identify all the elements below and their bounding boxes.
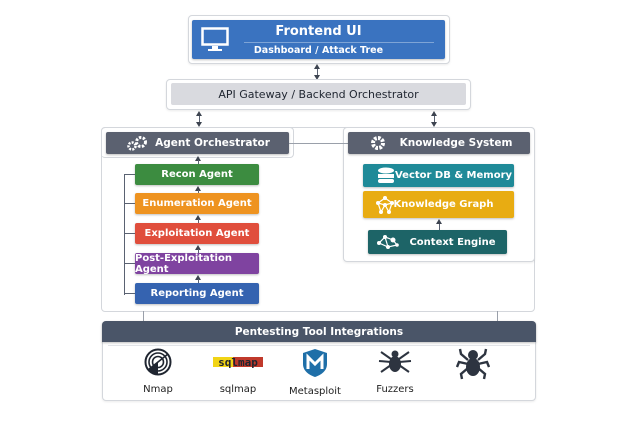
agent-orchestrator-header: Agent Orchestrator: [106, 132, 289, 154]
tool-sqlmap: sqlmap sqlmap: [198, 348, 278, 395]
tool-metasploit: Metasploit: [275, 348, 355, 397]
divider: [243, 41, 434, 43]
knowledge-graph-label: Knowledge Graph: [393, 199, 494, 210]
agent-orchestrator-title: Agent Orchestrator: [155, 137, 270, 149]
connector: [124, 203, 135, 204]
arrow-up: [195, 245, 201, 250]
agent-label: Enumeration Agent: [142, 198, 252, 209]
frontend-ui-box: Frontend UI Dashboard / Attack Tree: [192, 20, 445, 59]
frontend-title: Frontend UI: [275, 23, 362, 39]
connector: [198, 219, 199, 223]
tool-label: Nmap: [143, 384, 173, 395]
agent-box: Enumeration Agent: [135, 193, 259, 214]
connector: [199, 114, 200, 124]
knowledge-graph-box: Knowledge Graph: [363, 191, 514, 218]
agent-label: Recon Agent: [161, 169, 233, 180]
connector: [124, 293, 135, 294]
connector: [198, 249, 199, 253]
gear-icon: [371, 136, 385, 150]
knowledge-title: Knowledge System: [399, 137, 513, 149]
divider: [108, 345, 530, 346]
database-icon: [378, 167, 394, 183]
connector: [497, 311, 498, 321]
connector: [198, 160, 199, 164]
sqlmap-logo: sqlmap: [213, 356, 263, 369]
arrow-down: [431, 122, 437, 127]
connector: [124, 233, 135, 234]
vector-db-label: Vector DB & Memory: [394, 170, 513, 181]
arrow-up: [436, 219, 442, 224]
radar-icon: [144, 348, 172, 376]
monitor-icon: [201, 27, 229, 51]
metasploit-shield-icon: [303, 349, 327, 377]
agent-box: Post-Exploitation Agent: [135, 252, 259, 275]
agent-box: Reporting Agent: [135, 283, 259, 304]
gears-icon: [127, 136, 147, 151]
arrow-up: [195, 275, 201, 280]
agent-label: Reporting Agent: [150, 288, 244, 299]
tool-label: sqlmap: [219, 384, 257, 395]
frontend-subtitle: Dashboard / Attack Tree: [253, 44, 384, 56]
tool-nmap: Nmap: [118, 348, 198, 395]
vector-db-box: Vector DB & Memory: [363, 164, 514, 187]
arrow-up: [195, 156, 201, 161]
connector: [198, 190, 199, 193]
arrow-down: [196, 122, 202, 127]
agent-box: Recon Agent: [135, 164, 259, 185]
bug-icon: [378, 350, 412, 373]
gateway-title: API Gateway / Backend Orchestrator: [218, 87, 419, 101]
agent-label: Exploitation Agent: [144, 228, 250, 239]
arrow-up: [314, 64, 320, 69]
tools-header: Pentesting Tool Integrations: [102, 321, 536, 342]
agent-label: Post-Exploitation Agent: [135, 252, 232, 275]
network-icon: [377, 235, 399, 249]
tool-spider: [433, 348, 513, 388]
agent-box: Exploitation Agent: [135, 223, 259, 244]
tools-title: Pentesting Tool Integrations: [234, 325, 404, 338]
knowledge-system-header: Knowledge System: [348, 132, 530, 154]
orchestrator-knowledge-link: [289, 143, 348, 144]
tool-label: Metasploit: [289, 386, 341, 397]
arrow-up: [195, 186, 201, 191]
tool-fuzzers: Fuzzers: [355, 348, 435, 395]
connector: [198, 279, 199, 283]
arrow-up: [195, 215, 201, 220]
connector: [143, 311, 144, 321]
agent-feedback-line: [124, 175, 125, 295]
api-gateway-box: API Gateway / Backend Orchestrator: [171, 83, 466, 105]
arrow-up: [196, 111, 202, 116]
context-engine-box: Context Engine: [368, 230, 507, 254]
connector: [439, 222, 440, 230]
graph-icon: [376, 196, 394, 214]
tool-label: Fuzzers: [376, 384, 414, 395]
spider-icon: [455, 348, 491, 380]
connector: [317, 67, 318, 77]
arrow-down: [314, 75, 320, 80]
connector: [434, 114, 435, 124]
context-engine-label: Context Engine: [409, 236, 496, 248]
connector: [124, 174, 135, 175]
svg-text:sqlmap: sqlmap: [218, 356, 258, 369]
connector: [124, 263, 135, 264]
arrow-up: [431, 111, 437, 116]
